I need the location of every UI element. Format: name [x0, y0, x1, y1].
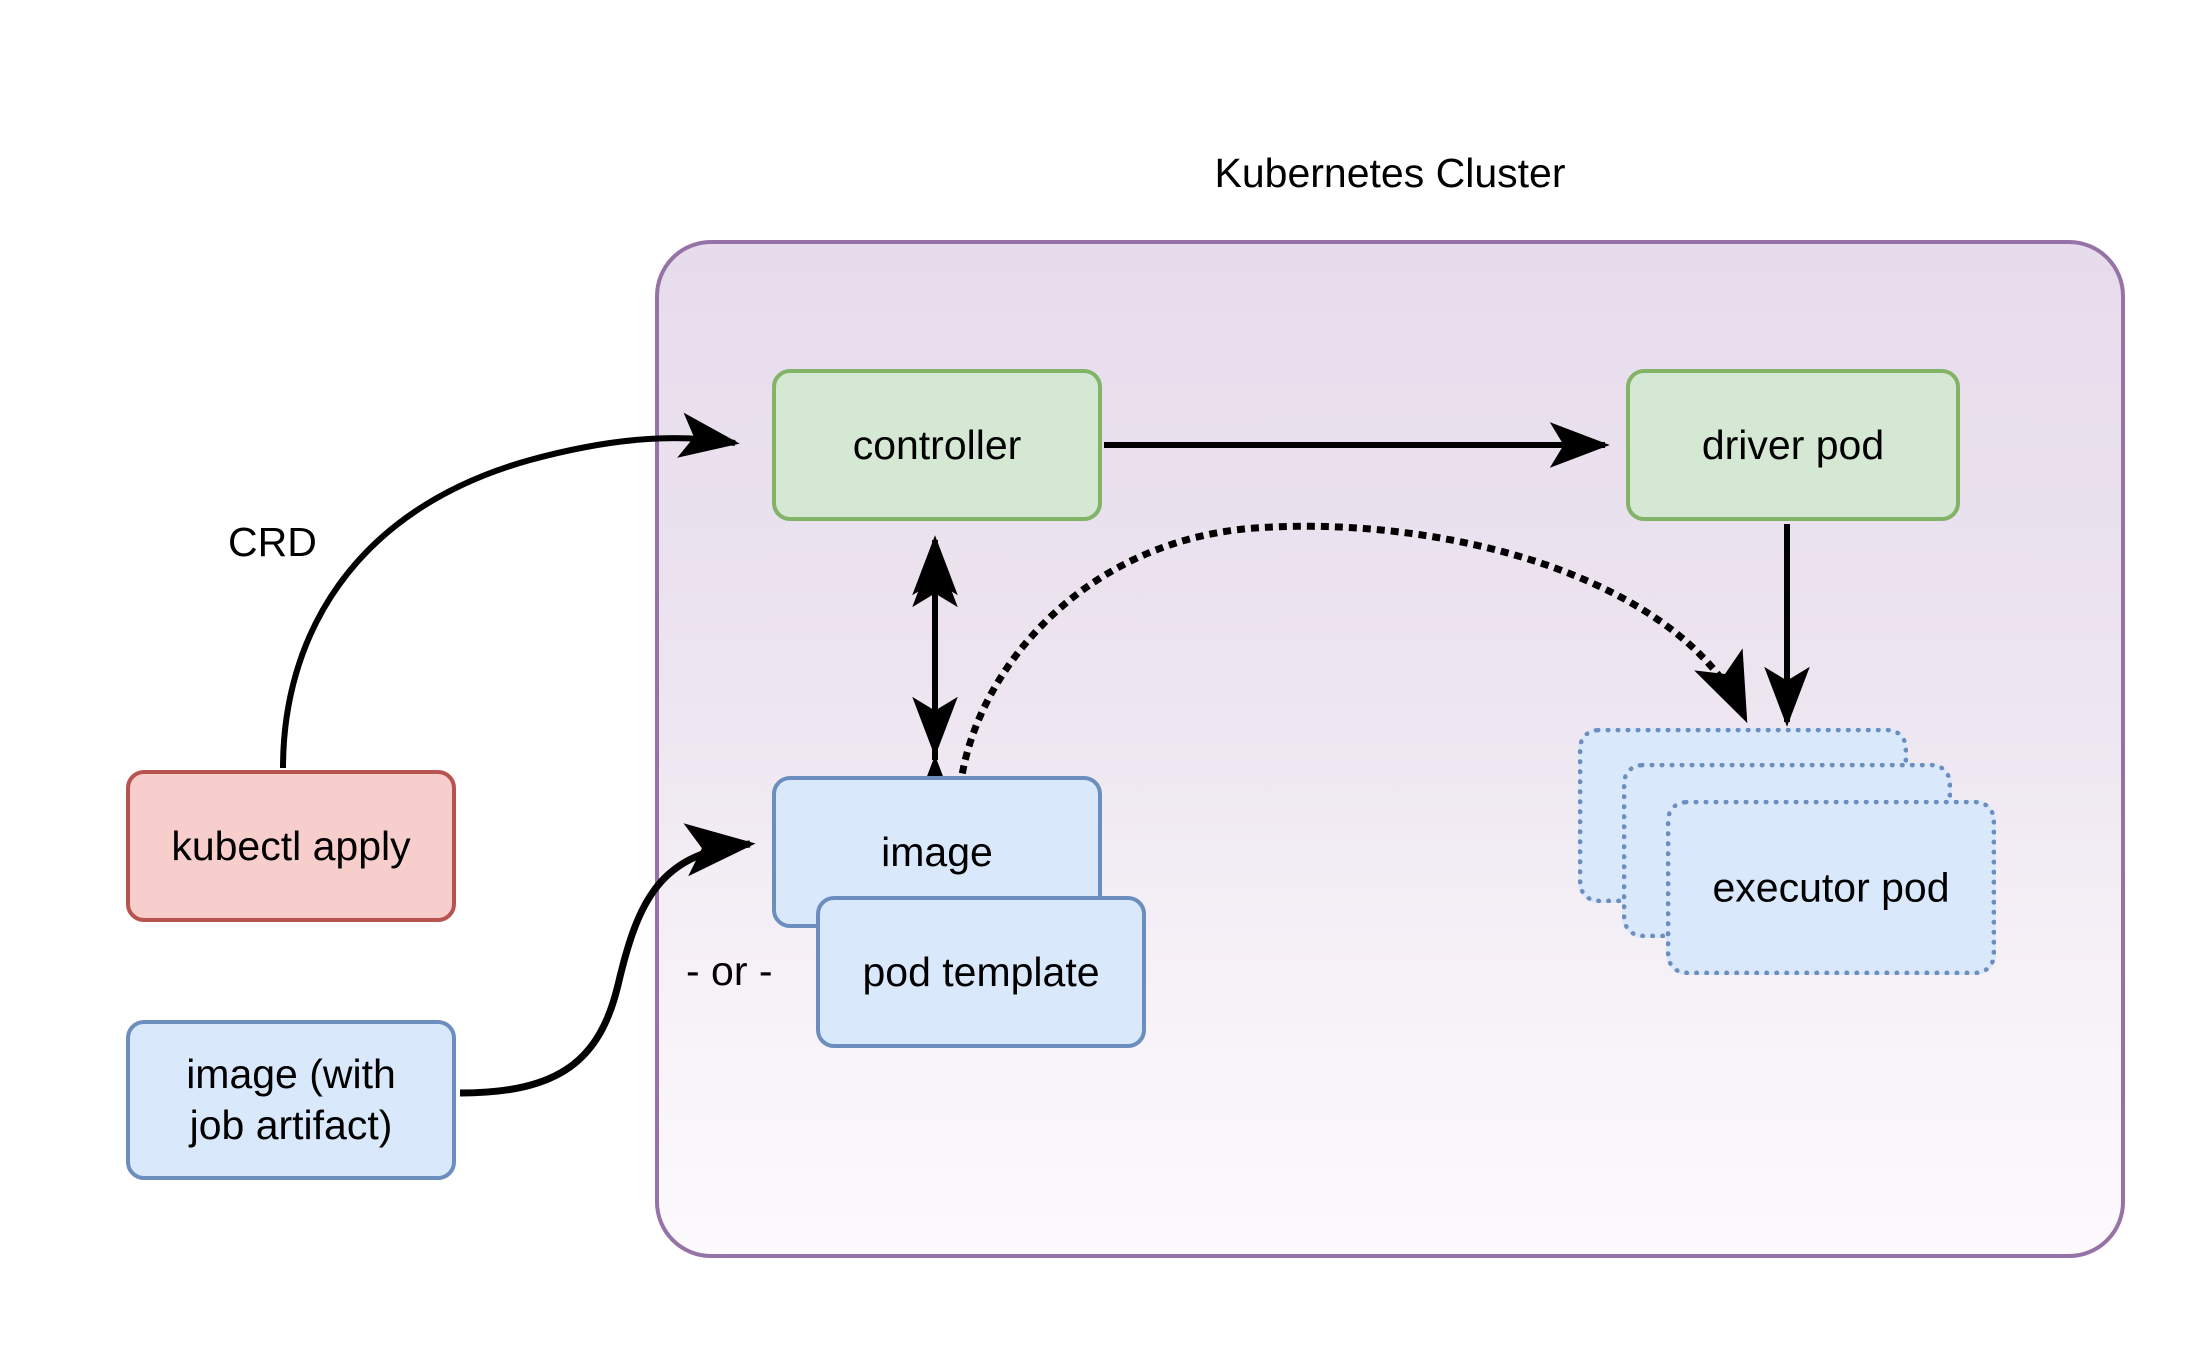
node-pod-template[interactable]: pod template: [816, 896, 1146, 1048]
node-controller[interactable]: controller: [772, 369, 1102, 521]
node-pod-template-label: pod template: [862, 948, 1100, 995]
cluster-title: Kubernetes Cluster: [1214, 150, 1566, 196]
node-image-artifact-line1: image (with: [186, 1051, 396, 1098]
node-executor-pod-front-label: executor pod: [1712, 864, 1950, 911]
node-driver-pod[interactable]: driver pod: [1626, 369, 1960, 521]
node-image-artifact-line2: job artifact): [189, 1102, 393, 1148]
node-image-with-job-artifact[interactable]: image (with job artifact): [126, 1020, 456, 1180]
node-kubectl-apply-label: kubectl apply: [171, 822, 411, 869]
node-kubectl-apply[interactable]: kubectl apply: [126, 770, 456, 922]
node-executor-pod-front[interactable]: executor pod: [1666, 800, 1996, 975]
edge-label-crd: CRD: [228, 519, 317, 565]
label-or-separator: - or -: [686, 948, 773, 994]
node-image-label: image: [881, 828, 993, 875]
node-image-artifact-label: image (with job artifact): [186, 1049, 396, 1151]
node-controller-label: controller: [852, 421, 1022, 468]
node-driver-pod-label: driver pod: [1701, 421, 1885, 468]
